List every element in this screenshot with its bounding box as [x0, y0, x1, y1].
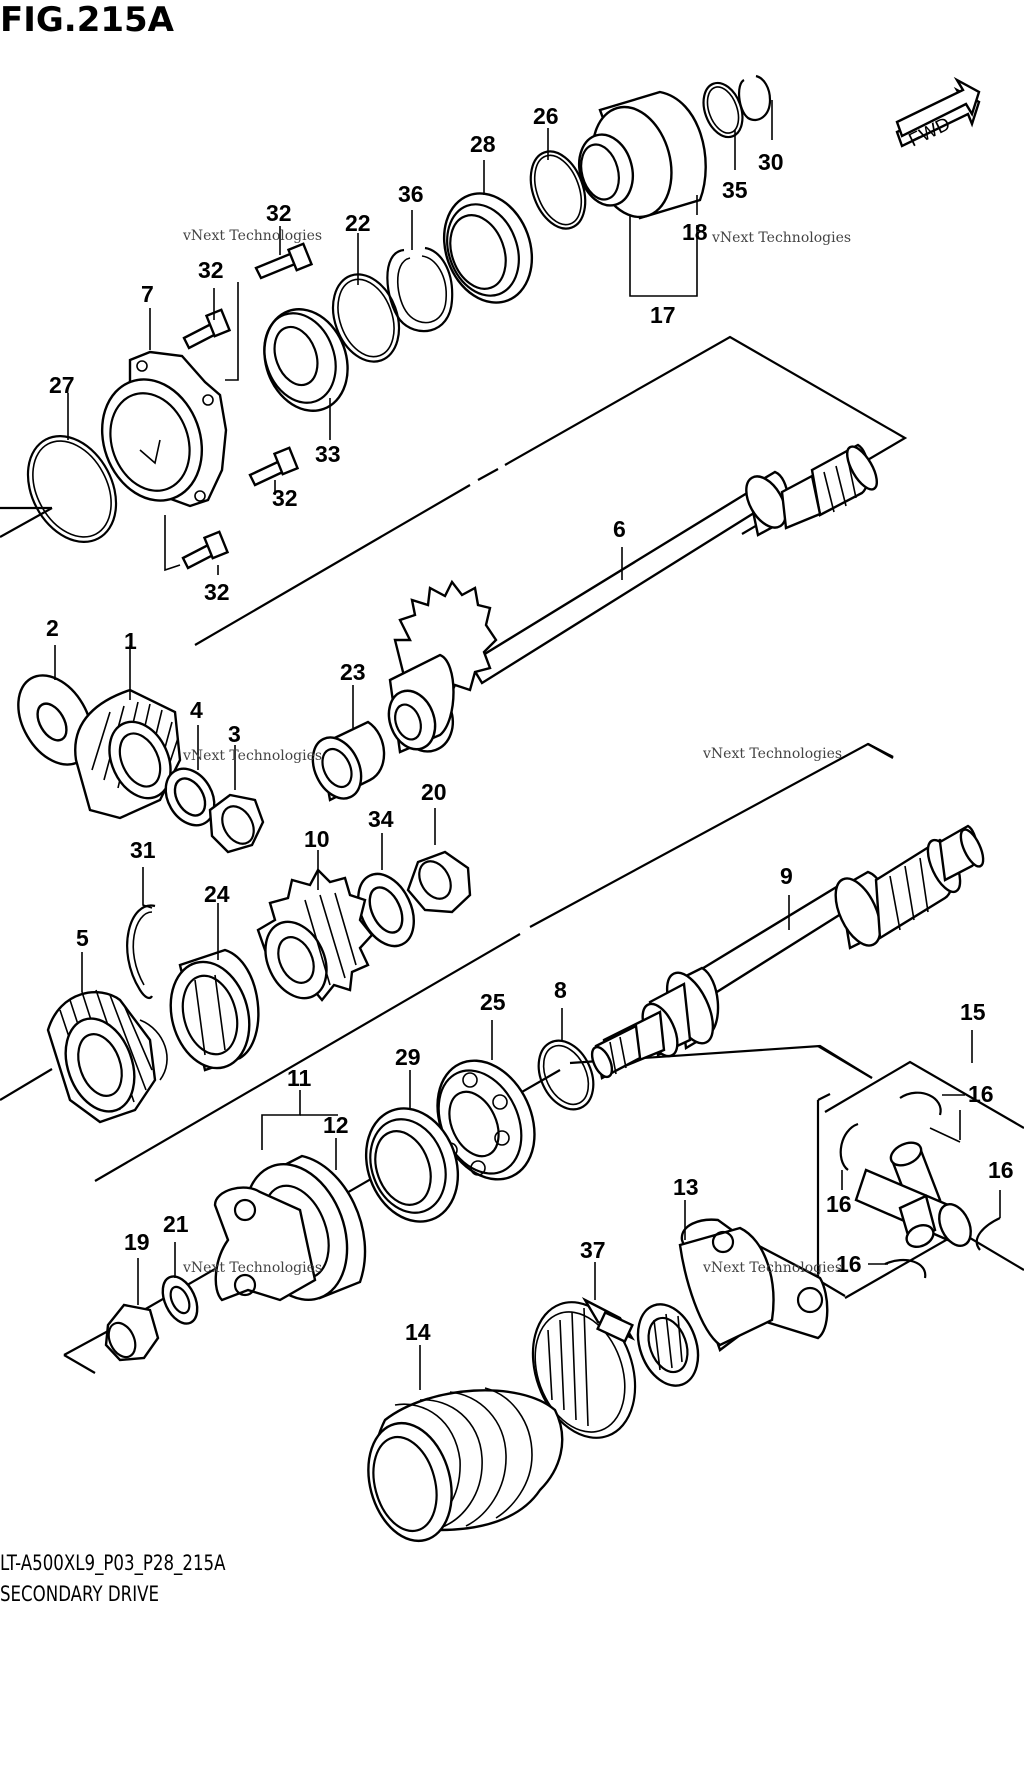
spider-cross-15 [854, 1141, 972, 1249]
callout-37: 37 [580, 1237, 606, 1263]
callout-10: 10 [304, 826, 330, 852]
circlip-16-c [975, 1217, 1001, 1251]
rubber-boot-14 [367, 1387, 564, 1543]
callout-35: 35 [722, 177, 748, 203]
oil-seal-28 [442, 192, 534, 304]
bevel-gear-1 [74, 688, 182, 820]
o-ring-27 [26, 435, 118, 543]
bolt-32-bottom [181, 530, 230, 570]
bolt-32-mid [248, 446, 300, 487]
circlip-36 [386, 246, 454, 333]
callout-22: 22 [345, 210, 371, 236]
callout-6: 6 [613, 516, 626, 542]
callout-18: 18 [682, 219, 708, 245]
leader-lines [54, 100, 1001, 1390]
nut-20 [406, 850, 472, 914]
watermark-1: vNext Technologies [182, 228, 322, 244]
hose-clamp-37 [531, 1297, 637, 1439]
bolt-32-upper-left [182, 308, 232, 350]
pinion-gear-6 [387, 579, 498, 754]
diagram-name: SECONDARY DRIVE [0, 1582, 159, 1606]
section-outline-middle [0, 742, 894, 1182]
washer-2 [17, 674, 93, 766]
callout-7: 7 [141, 281, 154, 307]
callout-4: 4 [190, 697, 203, 723]
fwd-arrow-icon [895, 76, 981, 148]
callout-20: 20 [421, 779, 447, 805]
callout-19: 19 [124, 1229, 150, 1255]
callout-24: 24 [204, 881, 230, 907]
shaft-9 [590, 824, 985, 1080]
watermark-5: vNext Technologies [182, 1260, 322, 1276]
callout-3: 3 [228, 721, 241, 747]
needle-bearing-23 [311, 720, 386, 802]
callout-16-top: 16 [968, 1081, 994, 1107]
callout-17: 17 [650, 302, 676, 328]
callout-8: 8 [554, 977, 567, 1003]
circlip-31 [126, 904, 156, 1000]
watermark-3: vNext Technologies [182, 748, 322, 764]
callout-16-right: 16 [988, 1157, 1014, 1183]
bevel-gear-5 [46, 989, 168, 1124]
watermark-6: vNext Technologies [702, 1260, 842, 1276]
bearing-33 [263, 308, 349, 412]
circlip-16-a [899, 1091, 942, 1116]
callout-11: 11 [287, 1065, 312, 1091]
watermark-4: vNext Technologies [702, 746, 842, 762]
flange-yoke-12 [213, 1154, 367, 1302]
nut-19 [104, 1303, 160, 1362]
callout-32-upper-left: 32 [198, 257, 224, 283]
bearing-housing-7 [100, 350, 228, 508]
circlip-30 [738, 74, 772, 122]
roller-bearing-24 [169, 948, 260, 1072]
washer-21 [161, 1275, 199, 1325]
callouts: 32 32 32 32 32 7 27 22 36 28 26 35 30 18… [46, 103, 1014, 1345]
callout-16-bottom: 16 [836, 1251, 862, 1277]
ring-8 [537, 1039, 595, 1111]
callout-21: 21 [163, 1211, 189, 1237]
callout-29: 29 [395, 1044, 421, 1070]
callout-32-mid: 32 [272, 485, 298, 511]
callout-14: 14 [405, 1319, 431, 1345]
callout-28: 28 [470, 131, 496, 157]
model-code: LT-A500XL9_P03_P28_215A [0, 1551, 226, 1575]
oil-seal-29 [364, 1107, 460, 1223]
callout-33: 33 [315, 441, 341, 467]
spur-gear-10 [256, 868, 374, 1002]
callout-30: 30 [758, 149, 784, 175]
ring-22 [331, 273, 401, 363]
bolt-32-top [254, 242, 314, 280]
figure-title: FIG.215A [0, 0, 174, 40]
washer-34 [357, 872, 415, 948]
sleeve-18 [578, 90, 707, 220]
washer-4 [164, 767, 216, 827]
callout-23: 23 [340, 659, 366, 685]
callout-1: 1 [124, 628, 137, 654]
callout-13: 13 [673, 1174, 699, 1200]
callout-27: 27 [49, 372, 75, 398]
watermarks: vNext Technologies vNext Technologies vN… [182, 228, 851, 1276]
callout-25: 25 [480, 989, 506, 1015]
callout-31: 31 [130, 837, 156, 863]
slip-yoke-13 [636, 1218, 829, 1387]
callout-5: 5 [76, 925, 89, 951]
callout-36: 36 [398, 181, 424, 207]
callout-32-top: 32 [266, 200, 292, 226]
callout-12: 12 [323, 1112, 349, 1138]
nut-3 [208, 793, 265, 854]
callout-16-left: 16 [826, 1191, 852, 1217]
callout-2: 2 [46, 615, 59, 641]
watermark-2: vNext Technologies [711, 230, 851, 246]
callout-15: 15 [960, 999, 986, 1025]
circlip-16-b [839, 1122, 859, 1171]
shaft-6 [468, 443, 878, 685]
callout-32-bottom: 32 [204, 579, 230, 605]
circlip-16-d [884, 1259, 927, 1279]
callout-9: 9 [780, 863, 793, 889]
callout-26: 26 [533, 103, 559, 129]
callout-34: 34 [368, 806, 394, 832]
